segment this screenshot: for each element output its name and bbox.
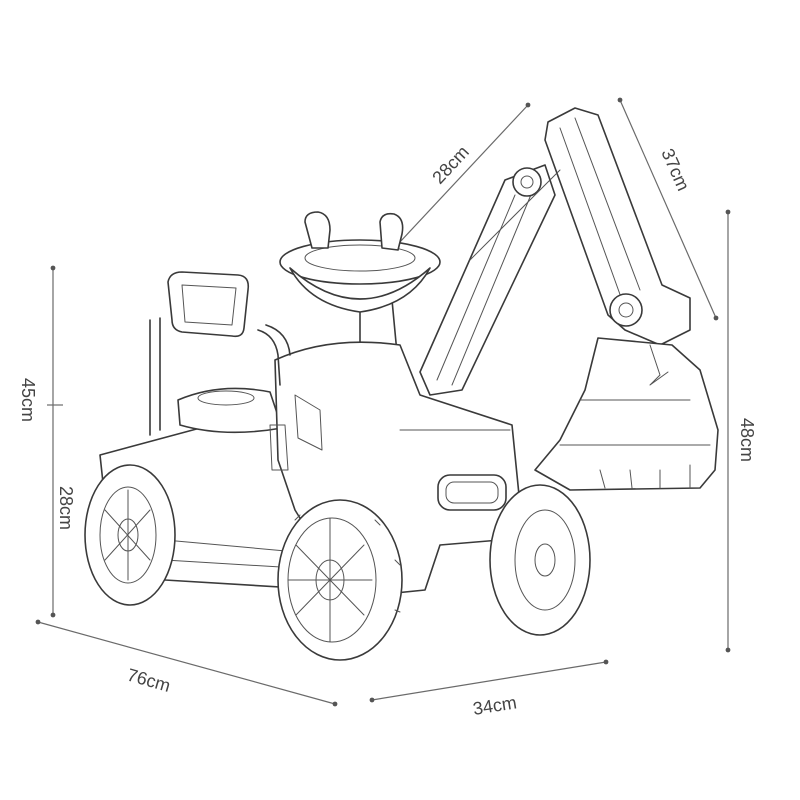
wheels: [84, 464, 591, 661]
backrest: [149, 271, 291, 436]
dim-line-arm-upper: [384, 104, 529, 259]
label-seat-height: 45cm: [18, 378, 38, 422]
backrest-pad: [167, 271, 250, 338]
label-arm-upper: 28cm: [428, 142, 473, 188]
arm-joint-upper: [512, 167, 542, 197]
label-total-height: 48cm: [737, 418, 757, 462]
steering-handle-left: [304, 211, 331, 249]
label-lower-height: 28cm: [56, 486, 76, 530]
dim-line-arm-forearm: [619, 99, 717, 319]
wheel-rear-far: [489, 484, 591, 636]
wheel-rear: [84, 464, 176, 606]
front-grille: [437, 474, 507, 511]
dimension-lines: [35, 97, 731, 707]
excavator-bucket: [534, 337, 719, 491]
steering-assembly: [279, 211, 441, 386]
dim-line-width: [371, 661, 607, 701]
wheel-front: [277, 499, 403, 661]
steering-wheel: [279, 239, 441, 285]
label-arm-forearm: 37cm: [657, 145, 693, 193]
label-length: 76cm: [125, 665, 173, 696]
dim-line-length: [37, 621, 336, 705]
arm-forearm: [544, 107, 691, 346]
seat: [177, 387, 283, 434]
label-width: 34cm: [471, 692, 518, 719]
arm-joint-lower: [609, 293, 643, 327]
excavator-arm: [419, 107, 719, 491]
arm-boom: [419, 164, 556, 396]
steering-handle-right: [379, 212, 404, 251]
